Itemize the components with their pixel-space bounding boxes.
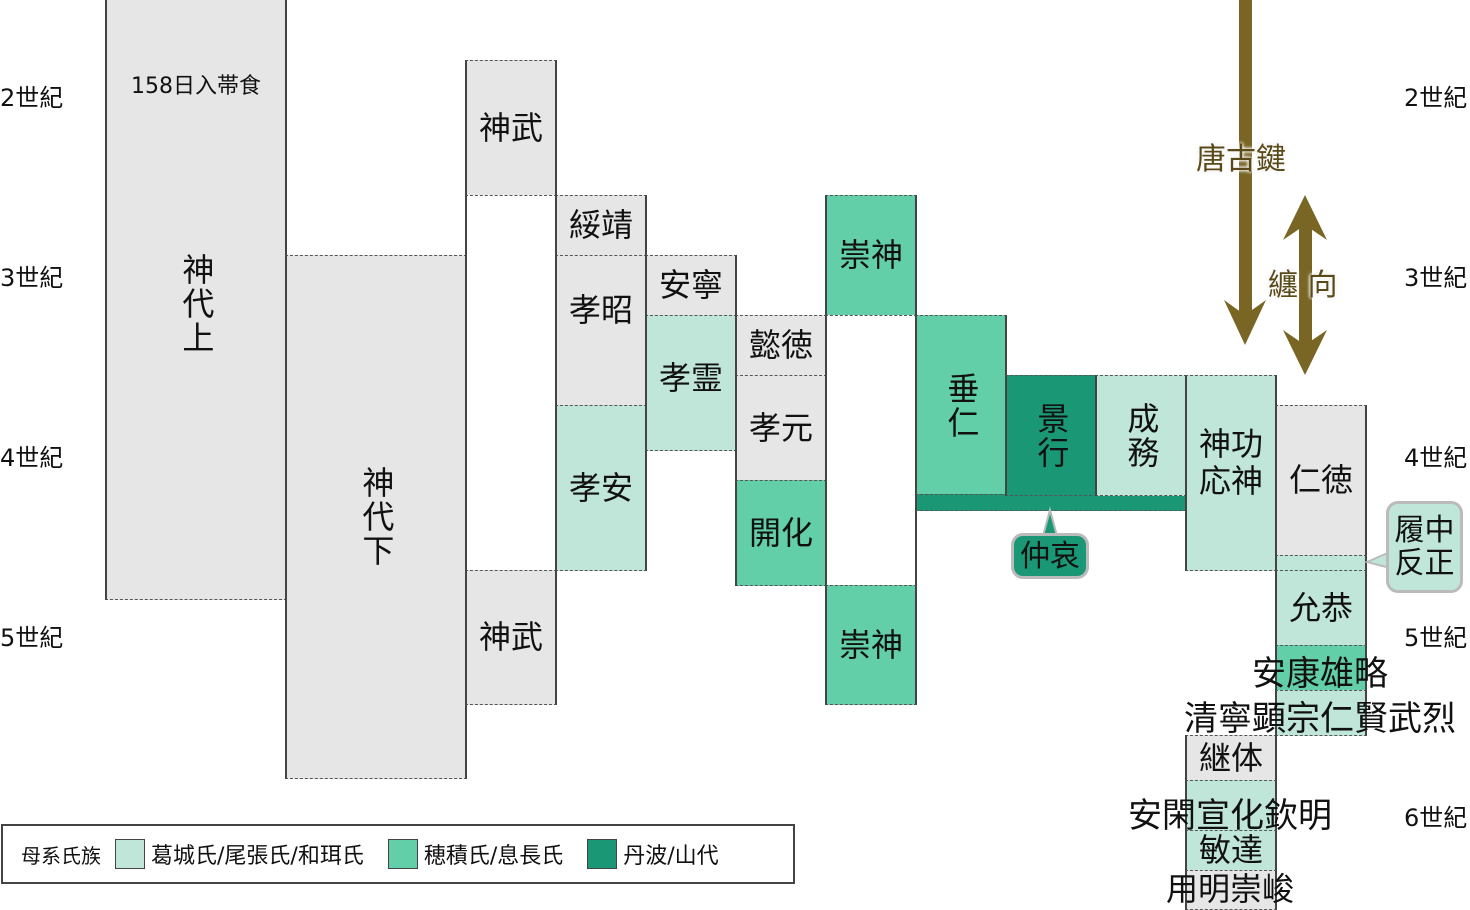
block-bidatsu: 敏達 (1185, 830, 1277, 871)
callout-chuai: 仲哀 (1011, 533, 1089, 579)
century-label: 4世紀 (1404, 444, 1468, 472)
label-ankan-kimmei: 安閑宣化欽明 (1128, 796, 1332, 836)
block-label: 孝元 (748, 408, 813, 447)
block-label: 開化 (748, 513, 813, 552)
block-seinei-buretsu (1275, 690, 1367, 736)
block-label: 仁徳 (1288, 461, 1353, 500)
century-label: 4世紀 (0, 444, 64, 472)
label-anko-yuryaku: 安康雄略 (1252, 654, 1388, 694)
block-sujin: 崇神 (825, 585, 917, 705)
block-suizei: 綏靖 (555, 195, 647, 256)
block-itoku: 懿徳 (735, 315, 827, 376)
block-keitai: 継体 (1185, 735, 1277, 781)
block-label: 綏靖 (568, 206, 633, 245)
block-label: 允恭 (1288, 588, 1353, 627)
block-gap (465, 195, 557, 571)
legend-title: 母系氏族 (21, 843, 101, 868)
block-label: 崇神 (838, 625, 903, 664)
legend-label: 葛城氏/尾張氏/和珥氏 (151, 844, 364, 869)
arrow-label-karako-kagi: 唐古鍵 (1196, 142, 1286, 177)
block-label: 景行 (1032, 401, 1071, 470)
block-label: 敏達 (1198, 831, 1263, 870)
arrow-karako-shaft (1239, 0, 1252, 320)
legend-label: 穂積氏/息長氏 (423, 844, 564, 869)
block-seimu: 成務 (1095, 375, 1187, 496)
century-label: 6世紀 (1404, 804, 1468, 832)
legend-swatch (387, 839, 418, 869)
callout-richu-hanzei: 履中 反正 (1386, 501, 1463, 593)
block-label: 神武 (478, 618, 543, 657)
block-label: 神代下 (357, 466, 396, 568)
block-nintoku: 仁徳 (1275, 405, 1367, 556)
block-annei: 安寧 (645, 255, 737, 316)
label-seinei-buretsu: 清寧顕宗仁賢武烈 (1184, 699, 1456, 739)
block-label: 成務 (1122, 401, 1161, 470)
century-label: 3世紀 (1404, 264, 1468, 292)
legend-swatch (115, 839, 145, 869)
century-label: 3世紀 (0, 264, 64, 292)
block-gap (825, 315, 917, 586)
arrow-makimuku-head-down (1283, 330, 1327, 375)
block-ingyo: 允恭 (1275, 570, 1367, 646)
block-kamiyo-ge: 神代下 (285, 255, 467, 779)
block-suinin: 垂仁 (915, 315, 1007, 496)
arrow-makimuku-shaft (1299, 220, 1312, 350)
block-label: 安寧 (658, 266, 723, 305)
century-label: 2世紀 (0, 84, 64, 112)
eclipse-note: 158日入帯食 (131, 74, 261, 99)
block-label: 懿徳 (748, 326, 813, 365)
block-label: 継体 (1198, 738, 1263, 777)
block-label: 神武 (478, 108, 543, 147)
block-kaika: 開化 (735, 480, 827, 586)
block-label: 孝安 (568, 468, 633, 507)
block-sujin: 崇神 (825, 195, 917, 316)
callout-label: 仲哀 (1020, 538, 1080, 574)
century-label: 5世紀 (1404, 624, 1468, 652)
century-label: 2世紀 (1404, 84, 1468, 112)
block-jimmu: 神武 (465, 60, 557, 196)
century-label: 5世紀 (0, 624, 64, 652)
callout-label: 履中 反正 (1394, 513, 1455, 581)
block-label: 孝霊 (658, 358, 723, 397)
arrow-label-makimuku: 纏 向 (1268, 268, 1338, 303)
legend-label: 丹波/山代 (623, 844, 719, 869)
block-koan: 孝安 (555, 405, 647, 571)
block-label: 孝昭 (568, 291, 633, 330)
block-label: 崇神 (838, 236, 903, 275)
block-jimmu: 神武 (465, 570, 557, 705)
arrow-makimuku-head-up (1283, 195, 1327, 240)
legend: 母系氏族 葛城氏/尾張氏/和珥氏 穂積氏/息長氏 丹波/山代 (1, 824, 795, 884)
arrow-karako-head (1224, 300, 1266, 345)
block-label: 神功 応神 (1198, 425, 1263, 500)
legend-swatch (587, 839, 618, 869)
block-label: 垂仁 (942, 371, 981, 440)
block-label: 神代上 (177, 253, 216, 355)
